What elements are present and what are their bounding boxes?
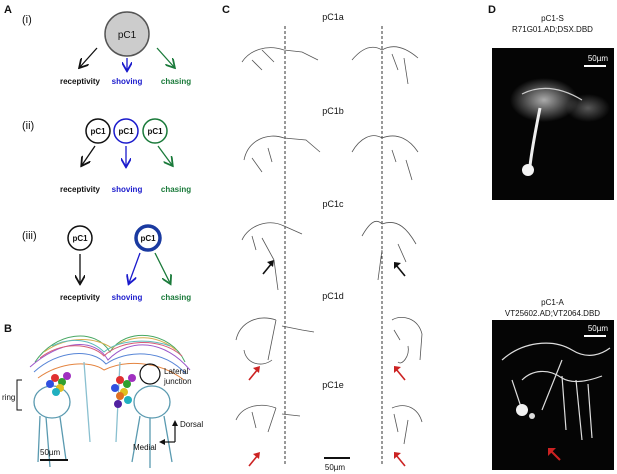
pc1s-scale-bar [584,65,606,67]
row-i-arrow-receptivity [80,47,98,67]
row-ii-node-label-2: pC1 [118,127,134,136]
row-ii-receptivity: receptivity [60,185,101,194]
row-iii-arrow-chasing [154,252,170,283]
row-iii-chasing: chasing [161,293,191,302]
lateral-junction-label: Lateral junction [164,367,192,387]
ring-bracket [16,379,22,411]
panel-c-letter: C [222,4,230,16]
subtype-pc1c: pC1c [322,199,344,209]
row-ii-shoving: shoving [112,185,143,194]
dorsal-label: Dorsal [180,420,204,429]
pc1s-driver-line: R71G01.AD;DSX.DBD [512,25,593,34]
row-ii-label: (ii) [22,120,35,132]
pc1c-arrow-right [395,264,406,277]
subtype-pc1a: pC1a [322,12,344,22]
lateral-junction-line1: Lateral [164,367,189,376]
subtype-pc1b: pC1b [322,106,344,116]
subtype-pc1e: pC1e [322,380,344,390]
row-iii-node-blue-thick [134,224,162,252]
row-iii-label: (iii) [22,230,37,242]
row-ii-node-blue [113,118,139,144]
pc1a-scale-label: 50µm [587,324,608,333]
row-iii-arrow-shoving [129,252,141,283]
row-ii-arrow-chasing [157,145,172,165]
pc1a-title: pC1-A [541,298,564,307]
pc1a-driver-line: VT25602.AD;VT2064.DBD [504,309,601,318]
pc1d-arrow-right [395,368,406,381]
row-i-arrow-chasing [156,47,174,67]
panel-a-diagram: pC1 receptivity shoving chasing pC1 pC1 … [60,11,191,302]
pc1s-scale-label: 50µm [587,54,608,63]
ring-label: ring [2,393,16,402]
row-iii-node-black [67,225,93,251]
medial-label: Medial [133,443,157,452]
row-ii-node-label-1: pC1 [90,127,106,136]
panel-d-letter: D [488,4,496,16]
pc1a-scale-bar [584,335,606,337]
pc1a-micrograph: 50µm [492,320,614,470]
row-iii-shoving: shoving [112,293,143,302]
panel-c-neuron-morphologies: pC1a pC1b pC1c pC1d pC1e 50µm [235,12,423,472]
panel-b-scale-label: 50µm [40,448,61,457]
row-iii-receptivity: receptivity [60,293,101,302]
lateral-junction-circle [139,363,161,385]
row-i-shoving: shoving [112,77,143,86]
panel-a-letter: A [4,4,12,16]
row-ii-node-black [85,118,111,144]
pc1s-micrograph: 50µm [492,48,614,200]
pc1a-red-arrow [548,448,561,461]
pc1s-title: pC1-S [541,14,564,23]
pc1e-arrow-right [395,454,406,467]
row-i-label: (i) [22,14,32,26]
row-i-pc1-node [104,11,150,57]
row-iii-node-label-2: pC1 [140,234,156,243]
row-i-receptivity: receptivity [60,77,101,86]
lateral-junction-line2: junction [164,377,192,386]
subtype-pc1d: pC1d [322,291,344,301]
row-i-node-label: pC1 [118,30,137,41]
panel-c-scale-label: 50µm [325,463,346,472]
row-ii-chasing: chasing [161,185,191,194]
row-ii-arrow-receptivity [82,145,96,165]
row-i-chasing: chasing [161,77,191,86]
row-ii-node-green [142,118,168,144]
panel-b-neuron-reconstruction [16,334,191,468]
row-ii-node-label-3: pC1 [147,127,163,136]
panel-b-letter: B [4,323,12,335]
row-iii-node-label-1: pC1 [72,234,88,243]
